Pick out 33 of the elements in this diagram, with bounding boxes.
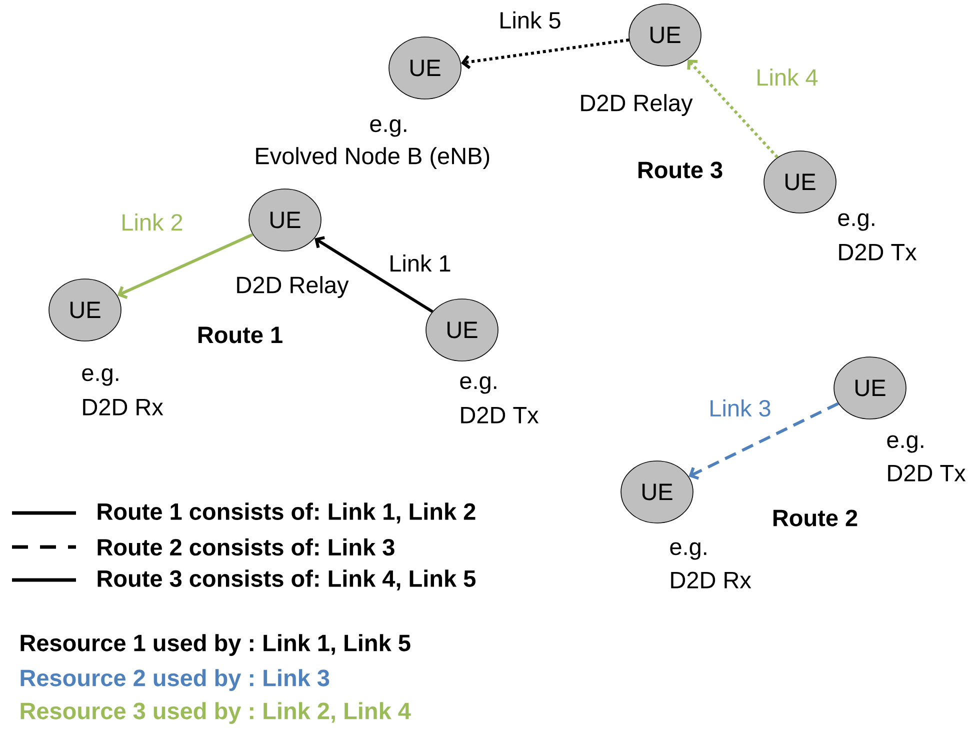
node-caption: e.g. — [370, 119, 406, 137]
legend-text: Resource 1 used by : Link 1, Link 5 — [20, 634, 410, 656]
arrow — [117, 233, 254, 300]
edge-label: Link 4 — [758, 68, 818, 86]
node-caption: D2D Rx — [671, 572, 752, 588]
node-caption: D2D Relay — [581, 94, 693, 116]
node-caption: Evolved Node B (eNB) — [256, 147, 490, 169]
route-label: Route 2 — [774, 510, 858, 526]
edge-label: Link 3 — [710, 399, 770, 417]
route-label: Route 3 — [638, 162, 722, 178]
node-caption: D2D Tx — [461, 406, 539, 424]
edge-label: Link 1 — [390, 254, 450, 272]
arrow — [688, 402, 839, 480]
legend-text: Resource 3 used by : Link 2, Link 4 — [20, 702, 411, 724]
edge-label: Link 2 — [122, 214, 182, 231]
edge-label: Link 5 — [500, 11, 560, 29]
node-caption: e.g. — [670, 542, 706, 560]
node-caption: D2D Rx — [83, 398, 164, 416]
arrow — [687, 60, 779, 158]
legend-text: Route 3 consists of: Link 4, Link 5 — [98, 570, 476, 590]
arrow — [314, 236, 434, 313]
legend-text: Resource 2 used by : Link 3 — [20, 669, 330, 691]
node-caption: e.g. — [460, 376, 496, 394]
node-caption: D2D Tx — [839, 244, 917, 260]
legend-text: Route 1 consists of: Link 1, Link 2 — [98, 502, 476, 524]
route-label: Route 1 — [198, 326, 282, 344]
node-caption: D2D Relay — [237, 276, 349, 298]
node-caption: e.g. — [887, 435, 924, 453]
legend-text: Route 2 consists of: Link 3 — [98, 538, 394, 556]
node-caption: D2D Tx — [888, 464, 966, 482]
arrow — [460, 38, 630, 70]
node-caption: e.g. — [838, 213, 874, 231]
node-caption: e.g. — [82, 368, 118, 386]
